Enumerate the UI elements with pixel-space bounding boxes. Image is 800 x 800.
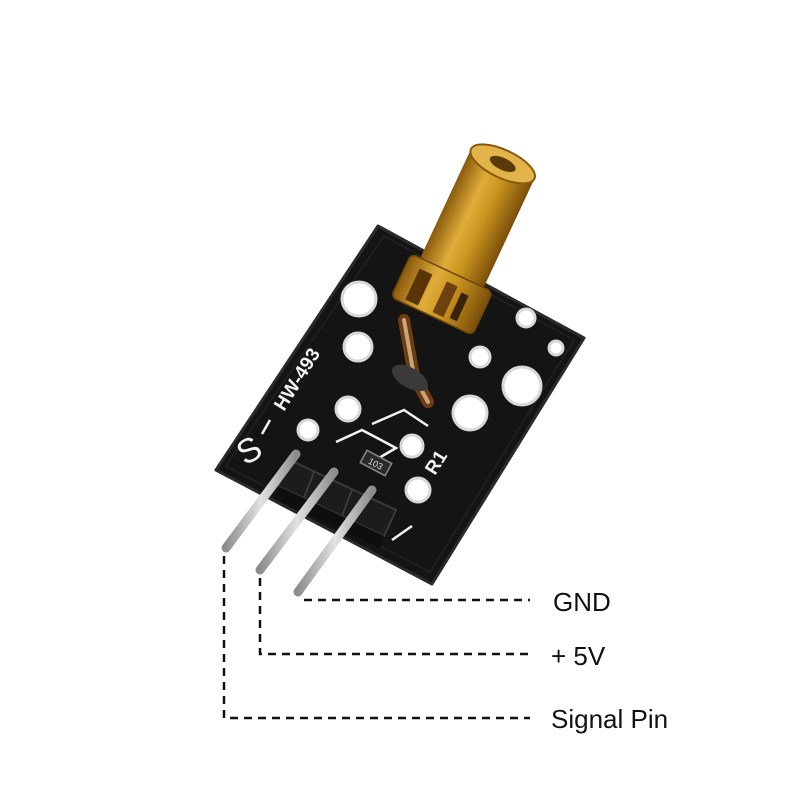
pin-label-signal: Signal Pin bbox=[551, 704, 669, 734]
pin-signal bbox=[221, 449, 301, 553]
pin-label-vcc: + 5V bbox=[551, 641, 606, 671]
laser-diode-barrel bbox=[392, 143, 536, 334]
mounting-holes bbox=[296, 280, 565, 504]
pin-header-block bbox=[274, 458, 398, 548]
pin-label-gnd: GND bbox=[553, 587, 611, 617]
pin-vcc bbox=[255, 467, 339, 575]
laser-diode-legs bbox=[391, 314, 434, 408]
leader-lines bbox=[222, 556, 530, 720]
leader-line-vcc bbox=[258, 578, 530, 656]
silkscreen-outlines bbox=[260, 408, 429, 542]
pin-gnd bbox=[293, 485, 377, 597]
resistor-r1: 103 bbox=[359, 449, 393, 477]
leader-line-signal bbox=[222, 556, 530, 720]
